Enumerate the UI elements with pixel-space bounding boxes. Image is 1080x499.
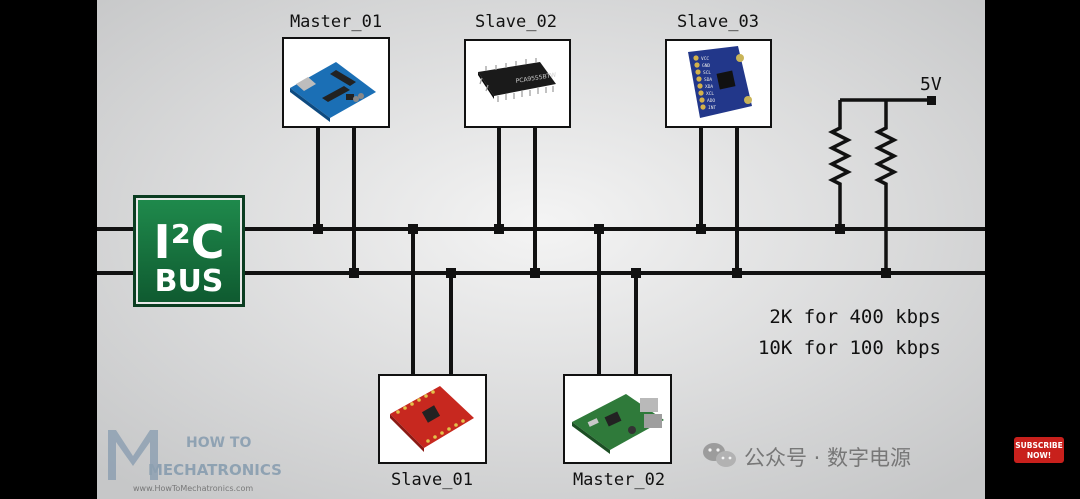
wechat-account-name: 公众号 · 数字电源 [744,446,911,470]
device-master-01: Master_01 [282,12,390,128]
pin-label: ADO [707,98,715,104]
device-wires [316,127,739,375]
pin-label: VCC [701,56,709,62]
device-slave-01: Slave_01 [378,374,487,490]
supply-voltage-label: 5V [920,74,942,95]
device-label: Slave_01 [391,470,473,490]
sensor-module-picture: VCC GND SCL SDA XDA XCL ADO INT [688,46,752,118]
wechat-watermark: 公众号 · 数字电源 [703,443,911,470]
raspberry-pi-picture [572,394,664,454]
resistor-scl [874,100,898,273]
red-breakout-board-picture [390,386,474,452]
bus-block-subtitle: BUS [155,264,224,299]
logo-url: www.HowToMechatronics.com [133,484,253,493]
bus-block-title: I²C [153,215,224,269]
note-400kbps: 2K for 400 kbps [769,306,941,328]
logo-line1: HOW TO [186,435,251,451]
resistor-sda [828,100,852,229]
pin-label: INT [708,105,716,111]
wechat-icon [703,443,736,467]
nxp-chip-picture: PCA9555BTW [478,58,557,102]
device-master-02: Master_02 [563,374,672,490]
device-label: Slave_03 [677,12,759,32]
logo-line2: MECHATRONICS [148,461,282,479]
pin-label: SCL [703,70,711,76]
device-label: Master_01 [290,12,382,32]
device-slave-02: Slave_02 PCA9555BTW [464,12,571,128]
device-label: Slave_02 [475,12,557,32]
note-100kbps: 10K for 100 kbps [758,337,941,359]
pull-up-resistors [828,98,931,273]
device-slave-03: Slave_03 VCC GND SCL SDA XDA XCL ADO INT [665,12,772,128]
pin-label: XDA [705,84,713,90]
device-label: Master_02 [573,470,665,490]
pin-label: SDA [704,77,712,83]
subscribe-line2: NOW! [1027,451,1051,460]
pin-label: XCL [706,91,714,97]
howtomechatronics-logo: HOW TO MECHATRONICS www.HowToMechatronic… [108,430,282,493]
subscribe-badge[interactable]: SUBSCRIBE NOW! [1014,437,1064,463]
arduino-board-picture [290,62,376,122]
pin-label: GND [702,63,710,69]
subscribe-line1: SUBSCRIBE [1015,441,1063,450]
i2c-bus-block: I²C BUS [133,195,245,307]
